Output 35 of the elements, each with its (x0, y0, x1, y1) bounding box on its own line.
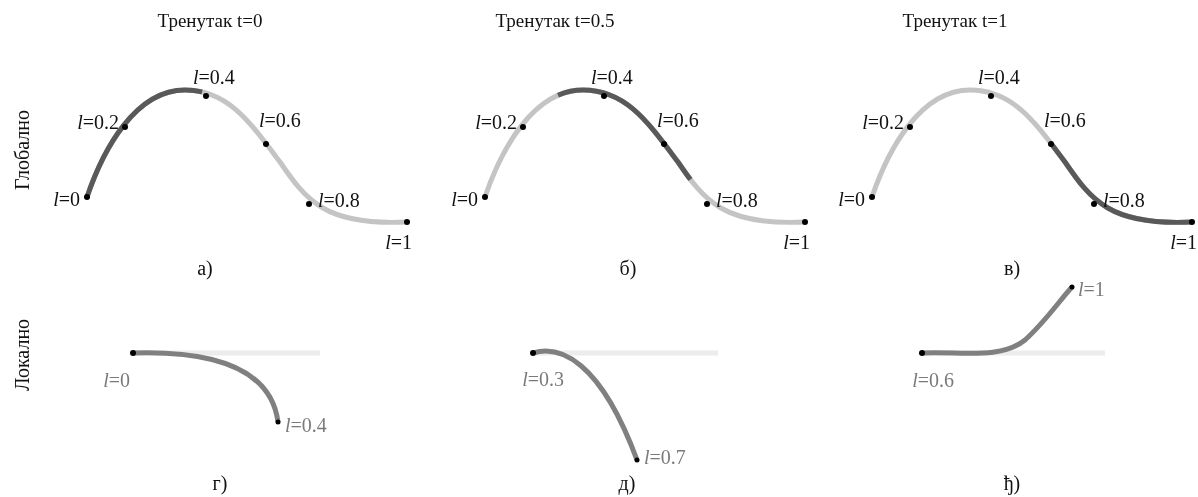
panel-caption: а) (197, 258, 213, 278)
point-label: l=0.6 (912, 370, 954, 390)
point-label: l=0 (53, 189, 80, 209)
point-label: l=0.6 (1044, 110, 1086, 130)
panel-caption: ђ) (1003, 473, 1021, 493)
panel-caption: в) (1003, 258, 1021, 278)
point-label: l=1 (1078, 279, 1105, 299)
point-label: l=0 (451, 189, 478, 209)
point-label: l=0.2 (77, 112, 119, 132)
point-label: l=0.4 (591, 67, 633, 87)
point-label: l=1 (385, 232, 412, 252)
point-label: l=0.7 (644, 447, 686, 467)
point-label: l=1 (1170, 232, 1197, 252)
point-label: l=0.4 (978, 67, 1020, 87)
point-label: l=0.2 (862, 112, 904, 132)
point-label: l=0 (838, 189, 865, 209)
point-label: l=0.3 (522, 369, 564, 389)
panel-caption: г) (212, 473, 228, 493)
column-heading: Тренутак t=0 (157, 10, 263, 30)
row-heading: Локално (12, 318, 32, 392)
column-heading: Тренутак t=1 (902, 10, 1008, 30)
point-label: l=0.6 (657, 110, 699, 130)
point-label: l=0.4 (285, 415, 327, 435)
point-label: l=0 (103, 370, 130, 390)
point-label: l=0.8 (1103, 190, 1145, 210)
column-heading: Тренутак t=0.5 (495, 10, 615, 30)
point-label: l=1 (783, 232, 810, 252)
panel-caption: б) (619, 258, 637, 278)
point-label: l=0.8 (716, 190, 758, 210)
point-label: l=0.4 (193, 67, 235, 87)
point-label: l=0.2 (475, 112, 517, 132)
point-label: l=0.8 (318, 190, 360, 210)
point-label: l=0.6 (259, 110, 301, 130)
row-heading: Глобално (12, 110, 32, 190)
panel-caption: д) (618, 473, 636, 493)
